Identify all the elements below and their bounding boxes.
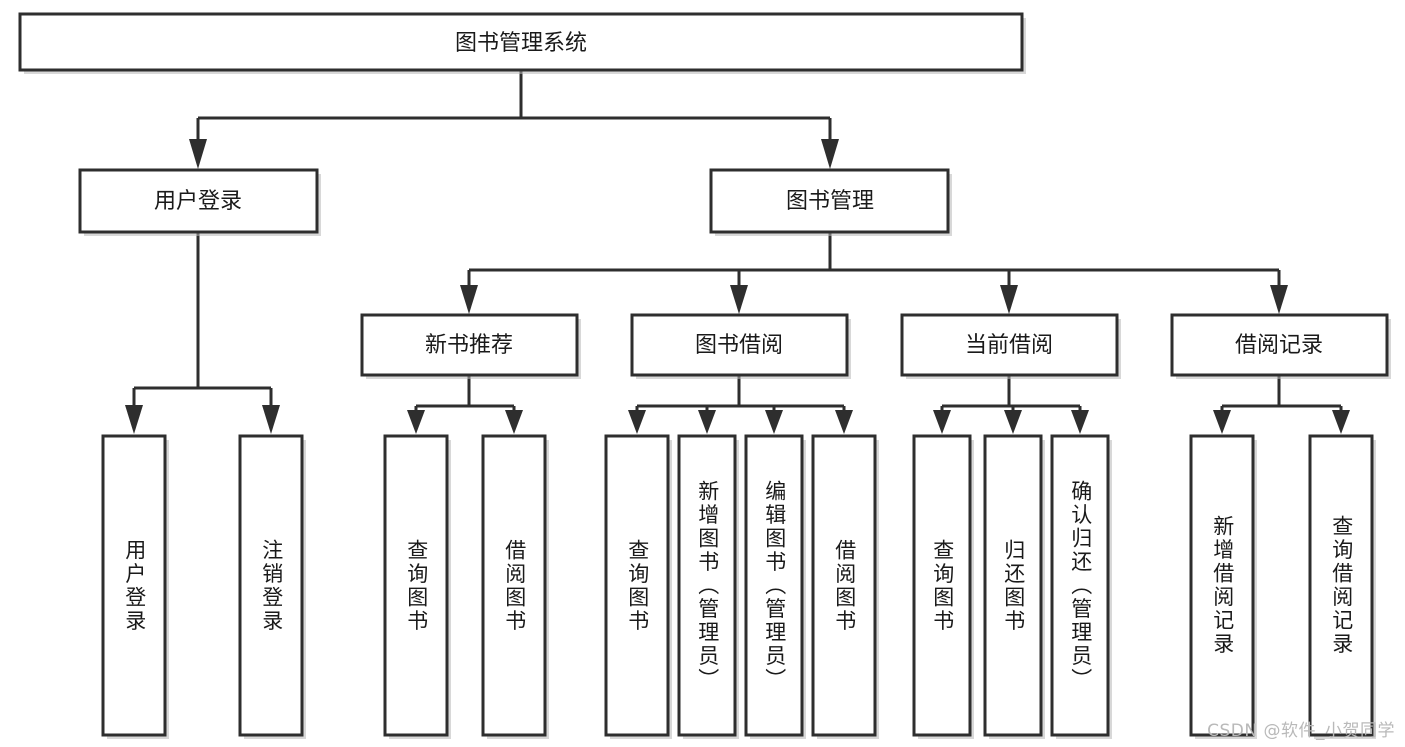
arrow-head-cb-leaf-1 xyxy=(933,410,951,434)
leaf-node-logout[interactable] xyxy=(238,434,306,739)
leaf-node-return-book[interactable] xyxy=(983,434,1045,739)
arrow-head-leaf-user-login xyxy=(125,405,143,434)
leaf-node-borrow-book-nbr[interactable] xyxy=(481,434,549,739)
arrow-head-nbr-leaf-1 xyxy=(407,410,425,434)
node-borrow-record-box[interactable] xyxy=(1170,313,1389,377)
leaf-node-add-borrow-record[interactable] xyxy=(1189,434,1257,739)
node-root-label: 图书管理系统 xyxy=(455,31,587,56)
leaf-query-book-nbr-box[interactable] xyxy=(383,434,449,737)
arrow-head-book-borrow xyxy=(730,285,748,314)
arrow-head-br-leaf-2 xyxy=(1332,410,1350,434)
node-new-book-recommend-label: 新书推荐 xyxy=(425,333,513,358)
leaf-borrow-book-nbr-box[interactable] xyxy=(481,434,547,737)
leaf-node-user-login[interactable] xyxy=(101,434,169,739)
leaf-logout-box[interactable] xyxy=(238,434,304,737)
leaf-node-confirm-return-admin[interactable] xyxy=(1050,434,1112,739)
node-new-book-recommend-box[interactable] xyxy=(360,313,579,377)
node-user-login-box[interactable] xyxy=(78,168,319,234)
leaf-add-book-admin-box[interactable] xyxy=(677,434,737,737)
arrow-head-cb-leaf-2 xyxy=(1004,410,1022,434)
arrow-head-leaf-logout xyxy=(262,405,280,434)
leaf-node-query-book-bb[interactable] xyxy=(604,434,672,739)
node-book-borrow[interactable]: 图书借阅 xyxy=(630,313,851,379)
node-current-borrow[interactable]: 当前借阅 xyxy=(900,313,1121,379)
node-root[interactable]: 图书管理系统 xyxy=(18,12,1026,74)
leaf-node-edit-book-admin[interactable] xyxy=(744,434,806,739)
leaf-query-book-bb-box[interactable] xyxy=(604,434,670,737)
node-book-borrow-label: 图书借阅 xyxy=(695,333,783,358)
node-book-management-box[interactable] xyxy=(709,168,950,234)
leaf-node-query-book-nbr[interactable] xyxy=(383,434,451,739)
node-user-login[interactable]: 用户登录 xyxy=(78,168,321,236)
leaf-query-book-cb-box[interactable] xyxy=(912,434,972,737)
arrow-head-br-leaf-1 xyxy=(1213,410,1231,434)
leaf-node-query-borrow-record[interactable] xyxy=(1308,434,1376,739)
node-new-book-recommend[interactable]: 新书推荐 xyxy=(360,313,581,379)
node-user-login-label: 用户登录 xyxy=(154,189,242,214)
node-book-management-label: 图书管理 xyxy=(786,189,874,214)
leaf-return-book-box[interactable] xyxy=(983,434,1043,737)
leaf-edit-book-admin-box[interactable] xyxy=(744,434,804,737)
node-current-borrow-box[interactable] xyxy=(900,313,1119,377)
leaf-node-borrow-book-bb[interactable] xyxy=(811,434,879,739)
arrow-head-bb-leaf-4 xyxy=(835,410,853,434)
arrow-head-bb-leaf-2 xyxy=(698,410,716,434)
arrow-head-nbr-leaf-2 xyxy=(505,410,523,434)
leaf-borrow-book-bb-box[interactable] xyxy=(811,434,877,737)
arrow-head-bb-leaf-3 xyxy=(765,410,783,434)
node-borrow-record-label: 借阅记录 xyxy=(1235,333,1323,358)
watermark-text: CSDN @软件_小贺同学 xyxy=(1207,721,1395,741)
leaf-node-query-book-cb[interactable] xyxy=(912,434,974,739)
connectors-group xyxy=(125,70,1350,434)
node-root-box[interactable] xyxy=(18,12,1024,72)
leaf-add-borrow-record-box[interactable] xyxy=(1189,434,1255,737)
leaf-confirm-return-admin-box[interactable] xyxy=(1050,434,1110,737)
leaf-node-add-book-admin[interactable] xyxy=(677,434,739,739)
arrow-head-user-login xyxy=(189,139,207,169)
arrow-head-new-book-rec xyxy=(460,285,478,314)
node-book-borrow-box[interactable] xyxy=(630,313,849,377)
arrow-head-current-borrow xyxy=(1000,285,1018,314)
arrow-head-cb-leaf-3 xyxy=(1071,410,1089,434)
arrow-head-bb-leaf-1 xyxy=(628,410,646,434)
arrow-head-borrow-record xyxy=(1270,285,1288,314)
leaf-nodes-group xyxy=(101,434,1376,739)
leaf-user-login-box[interactable] xyxy=(101,434,167,737)
node-book-management[interactable]: 图书管理 xyxy=(709,168,952,236)
node-borrow-record[interactable]: 借阅记录 xyxy=(1170,313,1391,379)
node-current-borrow-label: 当前借阅 xyxy=(965,333,1053,358)
arrow-head-book-mgmt xyxy=(821,139,839,169)
leaf-query-borrow-record-box[interactable] xyxy=(1308,434,1374,737)
